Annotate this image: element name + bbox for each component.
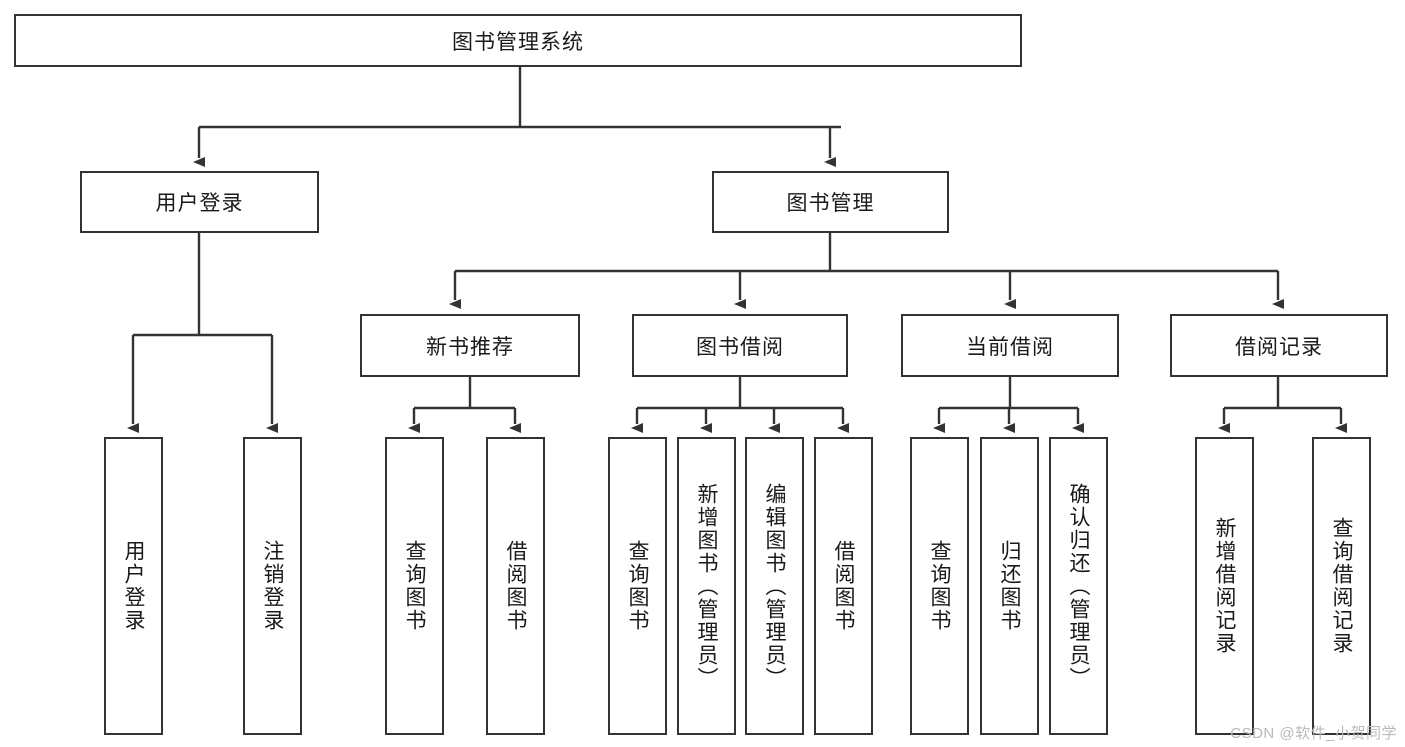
node-label: 图书管理系统	[452, 30, 584, 54]
leaf-user-login[interactable]: 用户登录	[104, 437, 163, 735]
node-label: 确认归还（管理员）	[1067, 482, 1090, 690]
node-label: 编辑图书（管理员）	[763, 482, 786, 690]
node-book-borrow[interactable]: 图书借阅	[632, 314, 848, 377]
leaf-logout-login[interactable]: 注销登录	[243, 437, 302, 735]
leaf-query-borrow-record[interactable]: 查询借阅记录	[1312, 437, 1371, 735]
leaf-add-book-admin[interactable]: 新增图书（管理员）	[677, 437, 736, 735]
node-borrow-record[interactable]: 借阅记录	[1170, 314, 1388, 377]
leaf-return-book[interactable]: 归还图书	[980, 437, 1039, 735]
node-label: 新增图书（管理员）	[695, 482, 718, 690]
leaf-query-book-recommend[interactable]: 查询图书	[385, 437, 444, 735]
node-label: 查询图书	[403, 540, 426, 632]
node-label: 查询借阅记录	[1330, 517, 1353, 655]
watermark-text: CSDN @软件_小贺同学	[1230, 725, 1397, 742]
node-label: 用户登录	[122, 540, 145, 632]
leaf-confirm-return-admin[interactable]: 确认归还（管理员）	[1049, 437, 1108, 735]
node-user-login[interactable]: 用户登录	[80, 171, 319, 233]
node-root-system[interactable]: 图书管理系统	[14, 14, 1022, 67]
node-label: 图书借阅	[696, 335, 784, 359]
leaf-borrow-book[interactable]: 借阅图书	[814, 437, 873, 735]
node-book-management[interactable]: 图书管理	[712, 171, 949, 233]
node-label: 图书管理	[786, 192, 875, 215]
leaf-query-book-borrow[interactable]: 查询图书	[608, 437, 667, 735]
node-label: 新书推荐	[426, 335, 514, 359]
node-label: 借阅图书	[504, 540, 527, 632]
leaf-query-book-current[interactable]: 查询图书	[910, 437, 969, 735]
node-new-book-recommend[interactable]: 新书推荐	[360, 314, 580, 377]
leaf-borrow-book-recommend[interactable]: 借阅图书	[486, 437, 545, 735]
node-label: 用户登录	[155, 192, 244, 215]
leaf-edit-book-admin[interactable]: 编辑图书（管理员）	[745, 437, 804, 735]
node-label: 注销登录	[261, 540, 284, 632]
node-label: 新增借阅记录	[1213, 517, 1236, 655]
node-label: 查询图书	[928, 540, 951, 632]
node-label: 归还图书	[998, 540, 1021, 632]
node-label: 查询图书	[626, 540, 649, 632]
node-label: 当前借阅	[966, 335, 1054, 359]
node-label: 借阅记录	[1235, 335, 1323, 359]
node-current-borrow[interactable]: 当前借阅	[901, 314, 1119, 377]
node-label: 借阅图书	[832, 540, 855, 632]
leaf-add-borrow-record[interactable]: 新增借阅记录	[1195, 437, 1254, 735]
